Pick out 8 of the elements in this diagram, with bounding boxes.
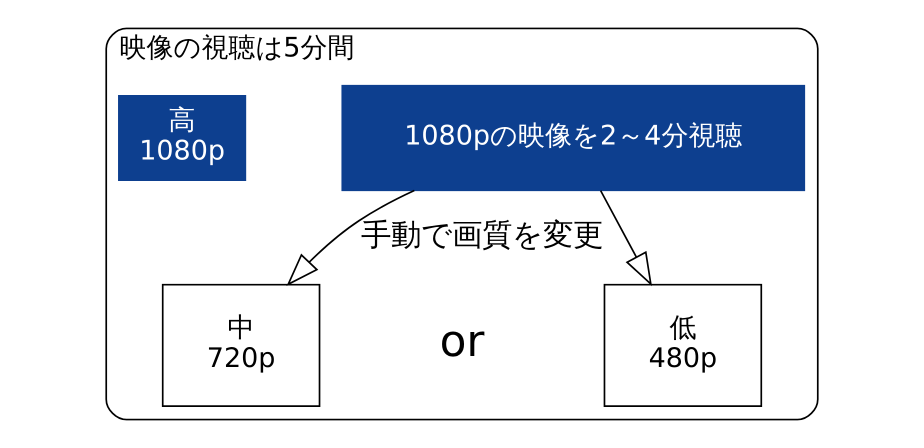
- arrow: [600, 190, 652, 286]
- node-box: 1080pの映像を2～4分視聴: [341, 84, 806, 192]
- arrow: [286, 190, 415, 286]
- node-box: 高 1080p: [118, 95, 246, 181]
- label: or: [440, 316, 484, 368]
- node-box: 中 720p: [162, 284, 320, 407]
- node-box: 低 480p: [604, 284, 762, 407]
- edge-label: 手動で画質を変更: [361, 218, 604, 253]
